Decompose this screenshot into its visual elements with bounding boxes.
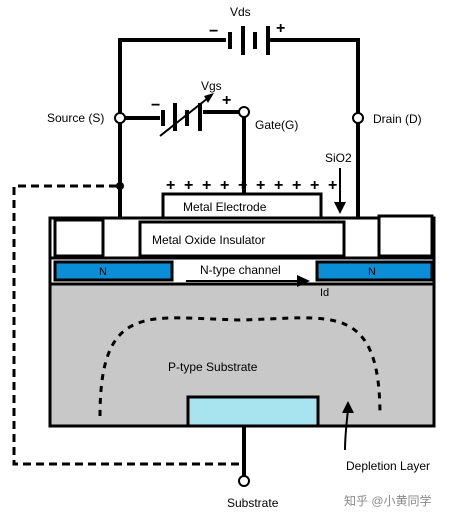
substrate-source-dashed-wire (12, 184, 244, 466)
drain-contact-block (377, 214, 434, 258)
gate-terminal (238, 106, 250, 118)
n-right-label: N (368, 266, 376, 278)
channel-current-arrowhead (297, 275, 310, 287)
vds-wire-right (270, 38, 360, 113)
sio2-arrowhead (334, 202, 346, 214)
n-channel-label: N-type channel (200, 263, 281, 277)
gate-charges: + + + + + + + + + + (166, 177, 337, 194)
vds-plus-sign: + (276, 20, 285, 37)
source-label: Source (S) (47, 111, 104, 125)
vgs-label: Vgs (201, 79, 222, 93)
vgs-variable-arrowhead (204, 93, 214, 103)
metal-electrode-label: Metal Electrode (183, 200, 267, 214)
metal-electrode (161, 192, 323, 220)
sio2-label: SiO2 (325, 151, 352, 165)
substrate-terminal (238, 475, 250, 487)
source-contact-block (53, 218, 105, 258)
vgs-plus-sign: + (222, 92, 231, 109)
gate-charge: + (220, 177, 229, 194)
vgs-battery-symbol (161, 103, 202, 131)
vds-battery-symbol (228, 26, 270, 55)
gate-charge: + (310, 177, 319, 194)
n-left-label: N (99, 266, 107, 278)
gate-label: Gate(G) (255, 118, 298, 132)
substrate-contact (186, 395, 320, 428)
vgs-variable-arrow (159, 97, 209, 137)
substrate-label: Substrate (227, 496, 279, 510)
drain-label: Drain (D) (373, 112, 422, 126)
vds-wire-left (118, 38, 226, 113)
watermark-text: 知乎 @小黄同学 (344, 493, 432, 508)
oxide-insulator-label: Metal Oxide Insulator (152, 233, 265, 247)
gate-charge: + (274, 177, 283, 194)
n-region-left (53, 260, 174, 282)
gate-charge: + (166, 177, 175, 194)
terminals (114, 106, 364, 487)
n-region-right (315, 260, 434, 282)
gate-charge: + (184, 177, 193, 194)
gate-charge: + (328, 177, 337, 194)
source-terminal (114, 112, 126, 124)
vds-label: Vds (230, 5, 251, 19)
vgs-minus-sign: − (151, 97, 160, 114)
drain-terminal (352, 112, 364, 124)
depletion-layer-arrowhead (342, 401, 354, 413)
gate-charge: + (256, 177, 265, 194)
drain-current-label: Id (320, 287, 329, 299)
metal-oxide-insulator (138, 220, 346, 258)
vds-minus-sign: − (209, 23, 218, 40)
gate-charge: + (292, 177, 301, 194)
source-junction-dot (116, 182, 124, 190)
depletion-boundary (98, 316, 382, 417)
gate-charge: + (238, 177, 247, 194)
depletion-layer-label: Depletion Layer (346, 459, 430, 473)
gate-charge: + (202, 177, 211, 194)
p-substrate-label: P-type Substrate (168, 360, 258, 374)
